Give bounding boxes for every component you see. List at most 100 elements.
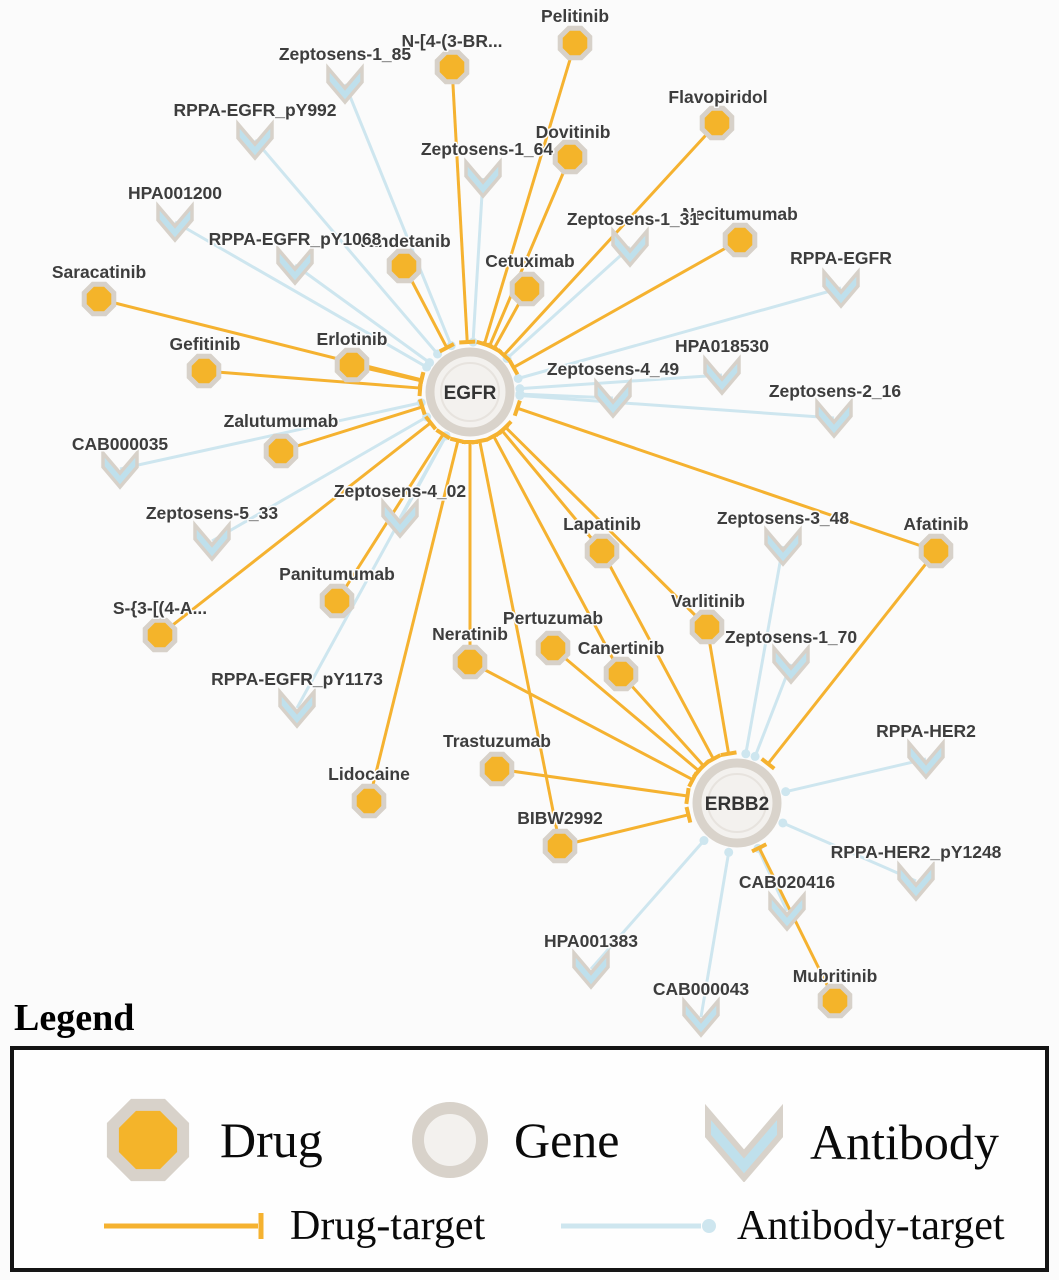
drug-node[interactable]: [557, 25, 593, 61]
antibody-node[interactable]: [611, 226, 649, 268]
drug-node[interactable]: [603, 656, 639, 692]
drug-node[interactable]: [142, 617, 178, 653]
antibody-target-edge: [519, 394, 835, 420]
drug-target-edge: [450, 66, 469, 343]
drug-target-edge: [757, 847, 837, 1002]
drug-target-edge: [512, 238, 741, 369]
drug-node[interactable]: [584, 533, 620, 569]
antibody-chevron-icon: [897, 860, 935, 902]
antibody-node[interactable]: [572, 948, 610, 990]
antibody-node[interactable]: [815, 397, 853, 439]
edge-source-dot: [425, 358, 435, 368]
gene-node[interactable]: EGFR: [425, 347, 515, 437]
drug-octagon-icon: [186, 353, 222, 389]
drug-octagon-icon: [509, 271, 545, 307]
antibody-node[interactable]: [703, 354, 741, 396]
drug-target-tee: [720, 750, 737, 758]
drug-octagon-icon: [479, 751, 515, 787]
antibody-chevron-icon: [611, 226, 649, 268]
drug-target-tee: [512, 399, 522, 417]
drug-octagon-icon: [142, 617, 178, 653]
drug-node[interactable]: [542, 828, 578, 864]
drug-node[interactable]: [552, 139, 588, 175]
drug-node[interactable]: [918, 533, 954, 569]
edge-source-dot: [781, 787, 791, 797]
drug-node[interactable]: [509, 271, 545, 307]
antibody-node[interactable]: [326, 63, 364, 105]
antibody-icon: [705, 1103, 783, 1182]
drug-node[interactable]: [186, 353, 222, 389]
drug-target-edge: [492, 435, 623, 675]
drug-node[interactable]: [263, 433, 299, 469]
drug-node[interactable]: [535, 630, 571, 666]
drug-icon: [106, 1098, 190, 1182]
node-label: Zeptosens-5_33: [146, 503, 279, 523]
drug-node[interactable]: [81, 281, 117, 317]
legend-drug-label: Drug: [220, 1112, 323, 1168]
antibody-node[interactable]: [236, 119, 274, 161]
antibody-node[interactable]: [101, 448, 139, 490]
drug-target-tee: [498, 420, 513, 435]
node-label: Gefitinib: [170, 334, 241, 354]
antibody-node[interactable]: [907, 738, 945, 780]
antibody-chevron-icon: [381, 497, 419, 539]
gene-node[interactable]: ERBB2: [692, 758, 782, 848]
node-label: Erlotinib: [317, 329, 388, 349]
node-label: Dovitinib: [536, 122, 611, 142]
node-label: Varlitinib: [671, 591, 745, 611]
antibody-node[interactable]: [381, 497, 419, 539]
antibody-node[interactable]: [682, 996, 720, 1038]
antibody-target-edge: [589, 839, 706, 970]
node-label: Zeptosens-2_16: [769, 381, 902, 401]
node-label: Pelitinib: [541, 6, 609, 26]
antibody-node[interactable]: [156, 201, 194, 243]
drug-octagon-icon: [557, 25, 593, 61]
antibody-target-edge: [517, 286, 842, 380]
antibody-node[interactable]: [764, 525, 802, 567]
node-label: CAB000043: [653, 979, 750, 999]
drug-node[interactable]: [319, 583, 355, 619]
node-label: Zeptosens-4_49: [547, 359, 680, 379]
node-label: Pertuzumab: [503, 608, 603, 628]
antibody-node[interactable]: [768, 890, 806, 932]
antibody-target-edge: [253, 139, 439, 355]
drug-node[interactable]: [351, 783, 387, 819]
drug-node[interactable]: [689, 609, 725, 645]
drug-target-edge: [367, 440, 460, 802]
node-label: Zeptosens-3_48: [717, 508, 850, 528]
antibody-node[interactable]: [822, 267, 860, 309]
antibody-node[interactable]: [276, 244, 314, 286]
legend-item-antibody: Antibody: [698, 1102, 999, 1182]
drug-target-edge: [502, 121, 719, 357]
antibody-node[interactable]: [897, 860, 935, 902]
drug-target-edge: [488, 156, 572, 347]
node-label: Flavopiridol: [668, 87, 767, 107]
antibody-target-edge: [294, 263, 431, 364]
drug-node[interactable]: [334, 347, 370, 383]
drug-node[interactable]: [722, 222, 758, 258]
drug-node[interactable]: [817, 983, 853, 1019]
drug-node[interactable]: [386, 248, 422, 284]
drug-target-line-icon: [104, 1213, 264, 1239]
antibody-node[interactable]: [772, 643, 810, 685]
drug-node[interactable]: [479, 751, 515, 787]
legend-item-drug-target: Drug-target: [102, 1202, 485, 1250]
drug-octagon-icon: [386, 248, 422, 284]
drug-target-edge: [516, 406, 937, 553]
node-label: RPPA-EGFR_pY1068: [209, 229, 382, 249]
drug-node[interactable]: [452, 644, 488, 680]
drug-node[interactable]: [699, 105, 735, 141]
antibody-node[interactable]: [464, 157, 502, 199]
drug-target-edge: [705, 626, 731, 754]
node-label: Necitumumab: [682, 204, 798, 224]
drug-octagon-icon: [319, 583, 355, 619]
gene-inner-ring: [440, 362, 500, 422]
drug-node[interactable]: [434, 49, 470, 85]
drug-target-tee: [507, 359, 520, 376]
antibody-node[interactable]: [594, 377, 632, 419]
antibody-node[interactable]: [193, 520, 231, 562]
edge-source-dot: [513, 374, 523, 384]
node-label: Cetuximab: [485, 251, 574, 271]
drug-target-tee: [417, 372, 425, 390]
antibody-node[interactable]: [278, 687, 316, 729]
